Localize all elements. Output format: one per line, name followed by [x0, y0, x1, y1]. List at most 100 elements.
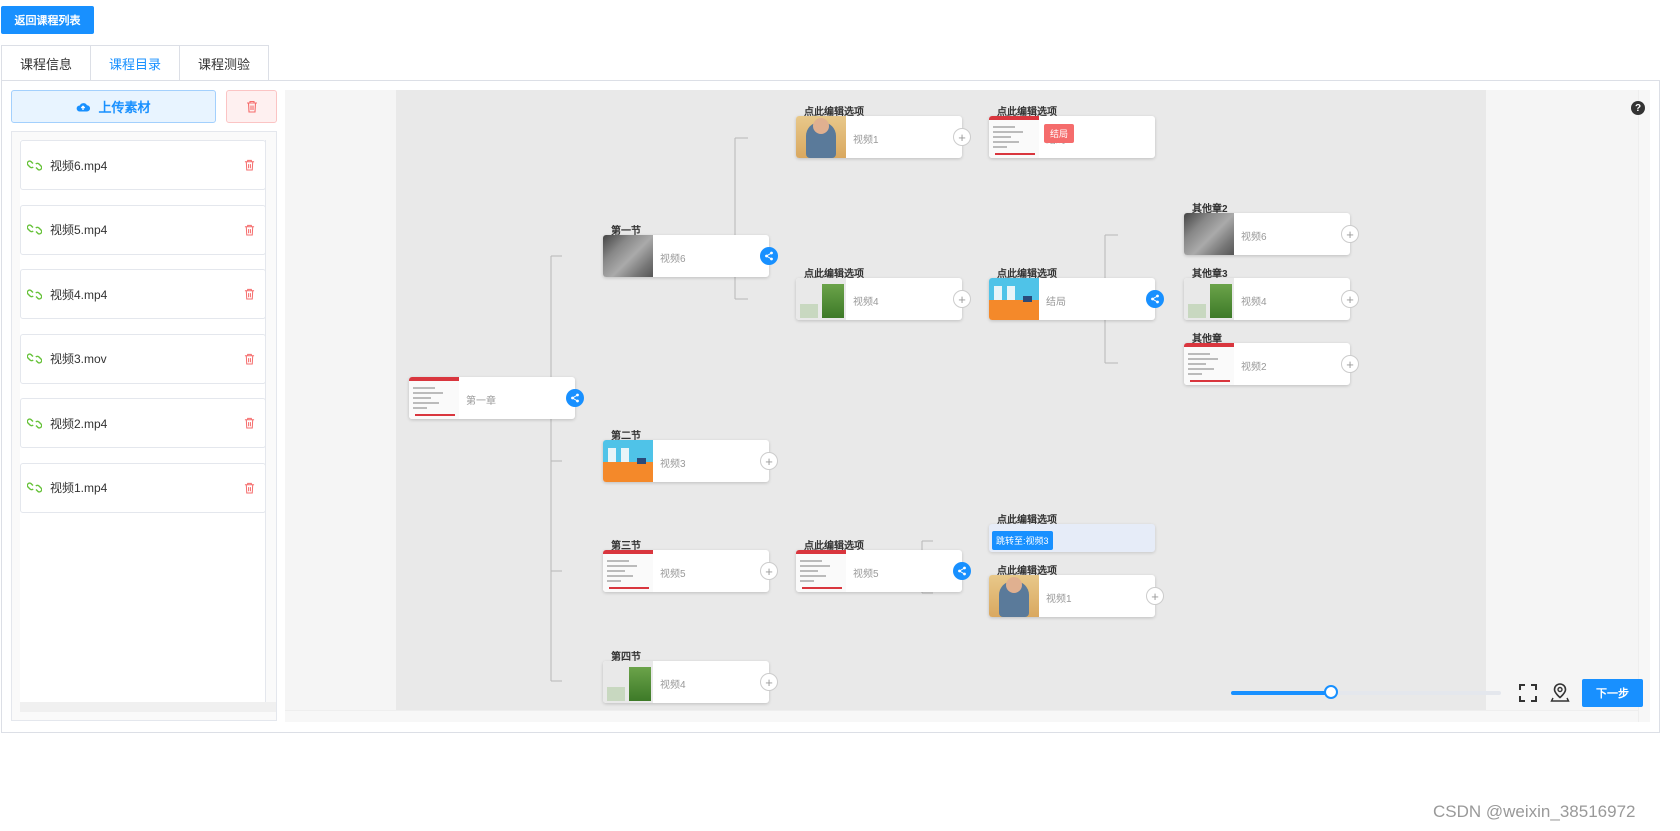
- video-thumbnail: [1184, 278, 1234, 320]
- link-icon: [27, 353, 42, 364]
- help-icon[interactable]: ?: [1631, 101, 1645, 115]
- video-thumbnail: [796, 116, 846, 158]
- section-node[interactable]: 视频6: [603, 235, 778, 277]
- video-thumbnail: [1184, 343, 1234, 385]
- jump-node[interactable]: 跳转至:视频3: [989, 524, 1155, 552]
- node-title[interactable]: 其他章2: [1192, 204, 1228, 215]
- zoom-slider[interactable]: [1231, 685, 1501, 699]
- branch-button[interactable]: [953, 562, 971, 580]
- section-node[interactable]: 视频4+: [603, 661, 778, 703]
- tab-course-info[interactable]: 课程信息: [1, 45, 92, 81]
- trash-icon[interactable]: [244, 224, 255, 236]
- material-item[interactable]: 视频4.mp4: [20, 269, 265, 319]
- option-node[interactable]: 视频5: [796, 550, 971, 592]
- node-title[interactable]: 第二节: [611, 431, 641, 442]
- fullscreen-icon[interactable]: [1517, 682, 1539, 704]
- node-title[interactable]: 点此编辑选项: [997, 269, 1057, 280]
- trash-icon[interactable]: [244, 482, 255, 494]
- video-thumbnail: [603, 235, 653, 277]
- video-thumbnail: [603, 661, 653, 703]
- material-item[interactable]: 视频3.mov: [20, 333, 265, 384]
- node-video-name: 视频6: [1241, 232, 1267, 243]
- material-list-scrollbar[interactable]: [20, 702, 276, 712]
- add-branch-button[interactable]: +: [953, 128, 971, 146]
- node-video-name: 视频1: [853, 135, 879, 146]
- trash-icon[interactable]: [244, 353, 255, 365]
- tab-course-quiz[interactable]: 课程测验: [179, 45, 270, 81]
- tab-course-catalog[interactable]: 课程目录: [90, 45, 181, 81]
- video-thumbnail: [603, 550, 653, 592]
- material-item[interactable]: 视频6.mp4: [20, 140, 265, 190]
- option-node[interactable]: 结局: [989, 278, 1164, 320]
- ending-node[interactable]: 结局结局: [989, 116, 1155, 158]
- node-title[interactable]: 点此编辑选项: [804, 541, 864, 552]
- add-branch-button[interactable]: +: [760, 562, 778, 580]
- node-title[interactable]: 其他章: [1192, 334, 1222, 345]
- chapter-link-node[interactable]: 视频2+: [1184, 343, 1359, 385]
- back-to-course-list-button[interactable]: 返回课程列表: [1, 6, 94, 34]
- link-icon: [27, 417, 42, 429]
- node-video-name: 第一章: [466, 396, 496, 407]
- video-thumbnail: [989, 575, 1039, 617]
- node-video-name: 视频1: [1046, 594, 1072, 605]
- option-node[interactable]: 视频4+: [796, 278, 971, 320]
- video-thumbnail: [796, 278, 846, 320]
- branch-icon: [958, 566, 966, 576]
- node-title[interactable]: 点此编辑选项: [997, 107, 1057, 118]
- node-title[interactable]: 其他章3: [1192, 269, 1228, 280]
- node-title[interactable]: 第一节: [611, 226, 641, 237]
- video-thumbnail: [1184, 213, 1234, 255]
- link-icon: [27, 482, 42, 493]
- branch-button[interactable]: [1146, 290, 1164, 308]
- node-title[interactable]: 点此编辑选项: [997, 566, 1057, 577]
- material-list[interactable]: 视频6.mp4 视频5.mp4 视频4.mp4 视频3.mov 视频2.mp4 视频1.m…: [20, 140, 266, 705]
- video-thumbnail: [989, 278, 1039, 320]
- trash-icon[interactable]: [244, 417, 255, 429]
- add-branch-button[interactable]: +: [760, 673, 778, 691]
- node-video-name: 视频5: [660, 569, 686, 580]
- trash-icon[interactable]: [244, 288, 255, 300]
- add-branch-button[interactable]: +: [953, 290, 971, 308]
- add-branch-button[interactable]: +: [1341, 290, 1359, 308]
- option-node[interactable]: 视频1 +: [989, 575, 1164, 617]
- node-video-name: 视频5: [853, 569, 879, 580]
- canvas-horizontal-scrollbar[interactable]: [285, 710, 1638, 722]
- next-step-button[interactable]: 下一步: [1582, 679, 1643, 707]
- node-title[interactable]: 点此编辑选项: [804, 269, 864, 280]
- add-branch-button[interactable]: +: [1341, 355, 1359, 373]
- node-title[interactable]: 第四节: [611, 652, 641, 663]
- course-tabs: 课程信息 课程目录 课程测验: [1, 45, 270, 81]
- chapter-node[interactable]: 第一章: [409, 377, 584, 419]
- chapter-link-node[interactable]: 视频6 +: [1184, 213, 1359, 255]
- node-title[interactable]: 点此编辑选项: [997, 515, 1057, 526]
- video-thumbnail: [989, 116, 1039, 158]
- branch-button[interactable]: [566, 389, 584, 407]
- zoom-slider-handle[interactable]: [1323, 685, 1338, 699]
- material-item[interactable]: 视频1.mp4: [20, 462, 265, 513]
- link-icon: [27, 159, 42, 171]
- branch-icon: [571, 393, 579, 403]
- add-branch-button[interactable]: +: [1146, 587, 1164, 605]
- add-branch-button[interactable]: +: [1341, 225, 1359, 243]
- material-item-name: 视频2.mp4: [50, 416, 108, 431]
- branch-button[interactable]: [760, 247, 778, 265]
- add-branch-button[interactable]: +: [760, 452, 778, 470]
- locate-icon[interactable]: [1549, 681, 1571, 703]
- delete-all-button[interactable]: [226, 90, 277, 123]
- upload-material-button[interactable]: 上传素材: [11, 90, 216, 123]
- jump-badge: 跳转至:视频3: [992, 531, 1053, 550]
- node-title[interactable]: 第三节: [611, 541, 641, 552]
- chapter-link-node[interactable]: 视频4+: [1184, 278, 1359, 320]
- video-thumbnail: [796, 550, 846, 592]
- option-node[interactable]: 视频1 +: [796, 116, 971, 158]
- trash-icon[interactable]: [244, 159, 255, 171]
- material-item[interactable]: 视频2.mp4: [20, 398, 265, 448]
- upload-material-label: 上传素材: [98, 100, 151, 115]
- section-node[interactable]: 视频3+: [603, 440, 778, 482]
- canvas-vertical-scrollbar[interactable]: [1638, 90, 1650, 722]
- node-title[interactable]: 点此编辑选项: [804, 107, 864, 118]
- material-item[interactable]: 视频5.mp4: [20, 204, 265, 255]
- node-video-name: 结局: [1046, 297, 1066, 308]
- section-node[interactable]: 视频5 +: [603, 550, 778, 592]
